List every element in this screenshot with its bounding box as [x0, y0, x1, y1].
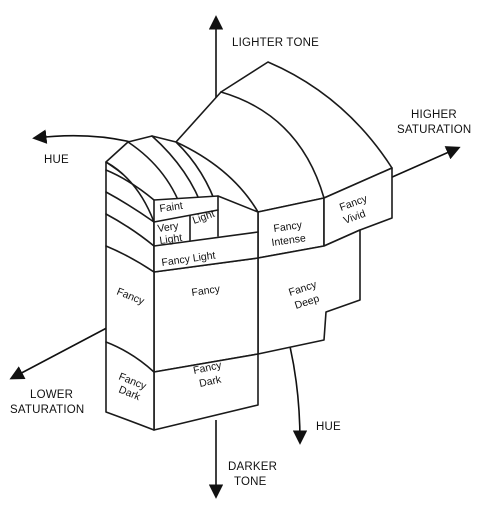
fancy-dark-front-label-1: Fancy — [192, 359, 223, 377]
light-block-face — [153, 195, 259, 273]
fancy-intense-label-1: Fancy — [273, 219, 304, 235]
very-light-label-1: Very — [157, 220, 180, 235]
higher-saturation-label-1: HIGHER — [411, 109, 457, 121]
very-light-label-2: Light — [159, 232, 183, 247]
hue-left-label: HUE — [44, 154, 69, 166]
fancy-intense-label-2: Intense — [271, 232, 307, 249]
fancy-center-face — [153, 257, 259, 373]
lighter-tone-label: LIGHTER TONE — [232, 37, 319, 49]
lower-saturation-label-2: SATURATION — [10, 404, 84, 416]
fancy-vivid-face — [323, 167, 393, 247]
lower-saturation-label-1: LOWER — [30, 389, 73, 401]
darker-tone-label-2: TONE — [234, 476, 267, 488]
fancy-dark-front-label-2: Dark — [198, 373, 223, 390]
fancy-deep-face — [257, 229, 361, 355]
darker-tone-label-1: DARKER — [228, 461, 277, 473]
lower-saturation-arrow — [9, 321, 119, 380]
faint-label: Faint — [159, 200, 184, 215]
hue-right-label: HUE — [316, 421, 341, 433]
higher-saturation-arrow — [389, 146, 461, 179]
fancy-center-label: Fancy — [191, 283, 222, 299]
color-solid — [105, 61, 393, 431]
higher-saturation-label-2: SATURATION — [397, 124, 471, 136]
